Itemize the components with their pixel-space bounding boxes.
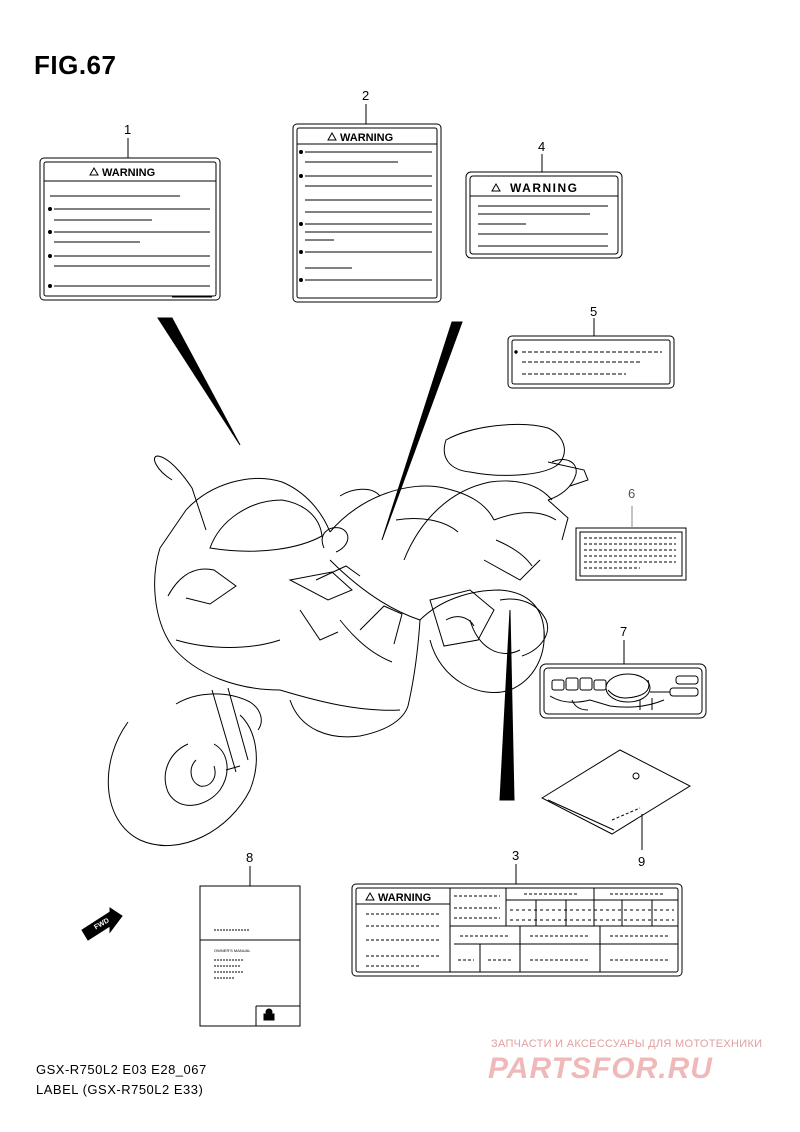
label-1-warning-text: WARNING bbox=[102, 167, 155, 179]
label-2-warning-text: WARNING bbox=[340, 132, 393, 144]
label-7-hose-routing-sticker[interactable] bbox=[539, 663, 707, 719]
item-8-owners-manual[interactable]: OWNER'S MANUAL bbox=[199, 885, 301, 1027]
motorcycle-outline bbox=[107, 423, 589, 847]
item-9-info-sheet[interactable] bbox=[540, 749, 692, 835]
callout-4: 4 bbox=[538, 139, 545, 154]
pointer-wedge-label-2 bbox=[381, 321, 463, 541]
callout-2: 2 bbox=[362, 88, 369, 103]
label-2-warning-sticker[interactable]: WARNING bbox=[292, 123, 442, 303]
callout-6: 6 bbox=[628, 486, 635, 501]
label-6-sticker[interactable] bbox=[575, 527, 687, 581]
figure-title: FIG.67 bbox=[34, 50, 117, 80]
callout-1: 1 bbox=[124, 122, 131, 137]
diagram-label-caption: LABEL (GSX-R750L2 E33) bbox=[36, 1082, 204, 1097]
callout-5: 5 bbox=[590, 304, 597, 319]
label-3-spec-warning-sticker[interactable]: WARNING bbox=[351, 883, 683, 977]
callout-9: 9 bbox=[638, 854, 645, 869]
diagram-code-caption: GSX-R750L2 E03 E28_067 bbox=[36, 1062, 207, 1077]
label-3-warning-text: WARNING bbox=[378, 892, 431, 904]
watermark-brand: PARTSFOR.RU bbox=[488, 1052, 713, 1085]
label-5-sticker[interactable] bbox=[507, 335, 675, 389]
manual-title-text: OWNER'S MANUAL bbox=[214, 948, 251, 953]
callout-3: 3 bbox=[512, 848, 519, 863]
watermark-tagline: ЗАПЧАСТИ И АКСЕССУАРЫ ДЛЯ МОТОТЕХНИКИ bbox=[491, 1038, 763, 1050]
callout-8: 8 bbox=[246, 850, 253, 865]
label-4-warning-sticker[interactable]: WARNING bbox=[465, 171, 623, 259]
callout-7: 7 bbox=[620, 624, 627, 639]
label-4-warning-text: WARNING bbox=[510, 181, 579, 195]
fwd-arrow-icon: FWD bbox=[81, 907, 123, 941]
pointer-wedge-frame bbox=[499, 609, 515, 801]
label-1-warning-sticker[interactable]: WARNING bbox=[39, 157, 221, 301]
pointer-wedge-label-1 bbox=[157, 317, 241, 446]
